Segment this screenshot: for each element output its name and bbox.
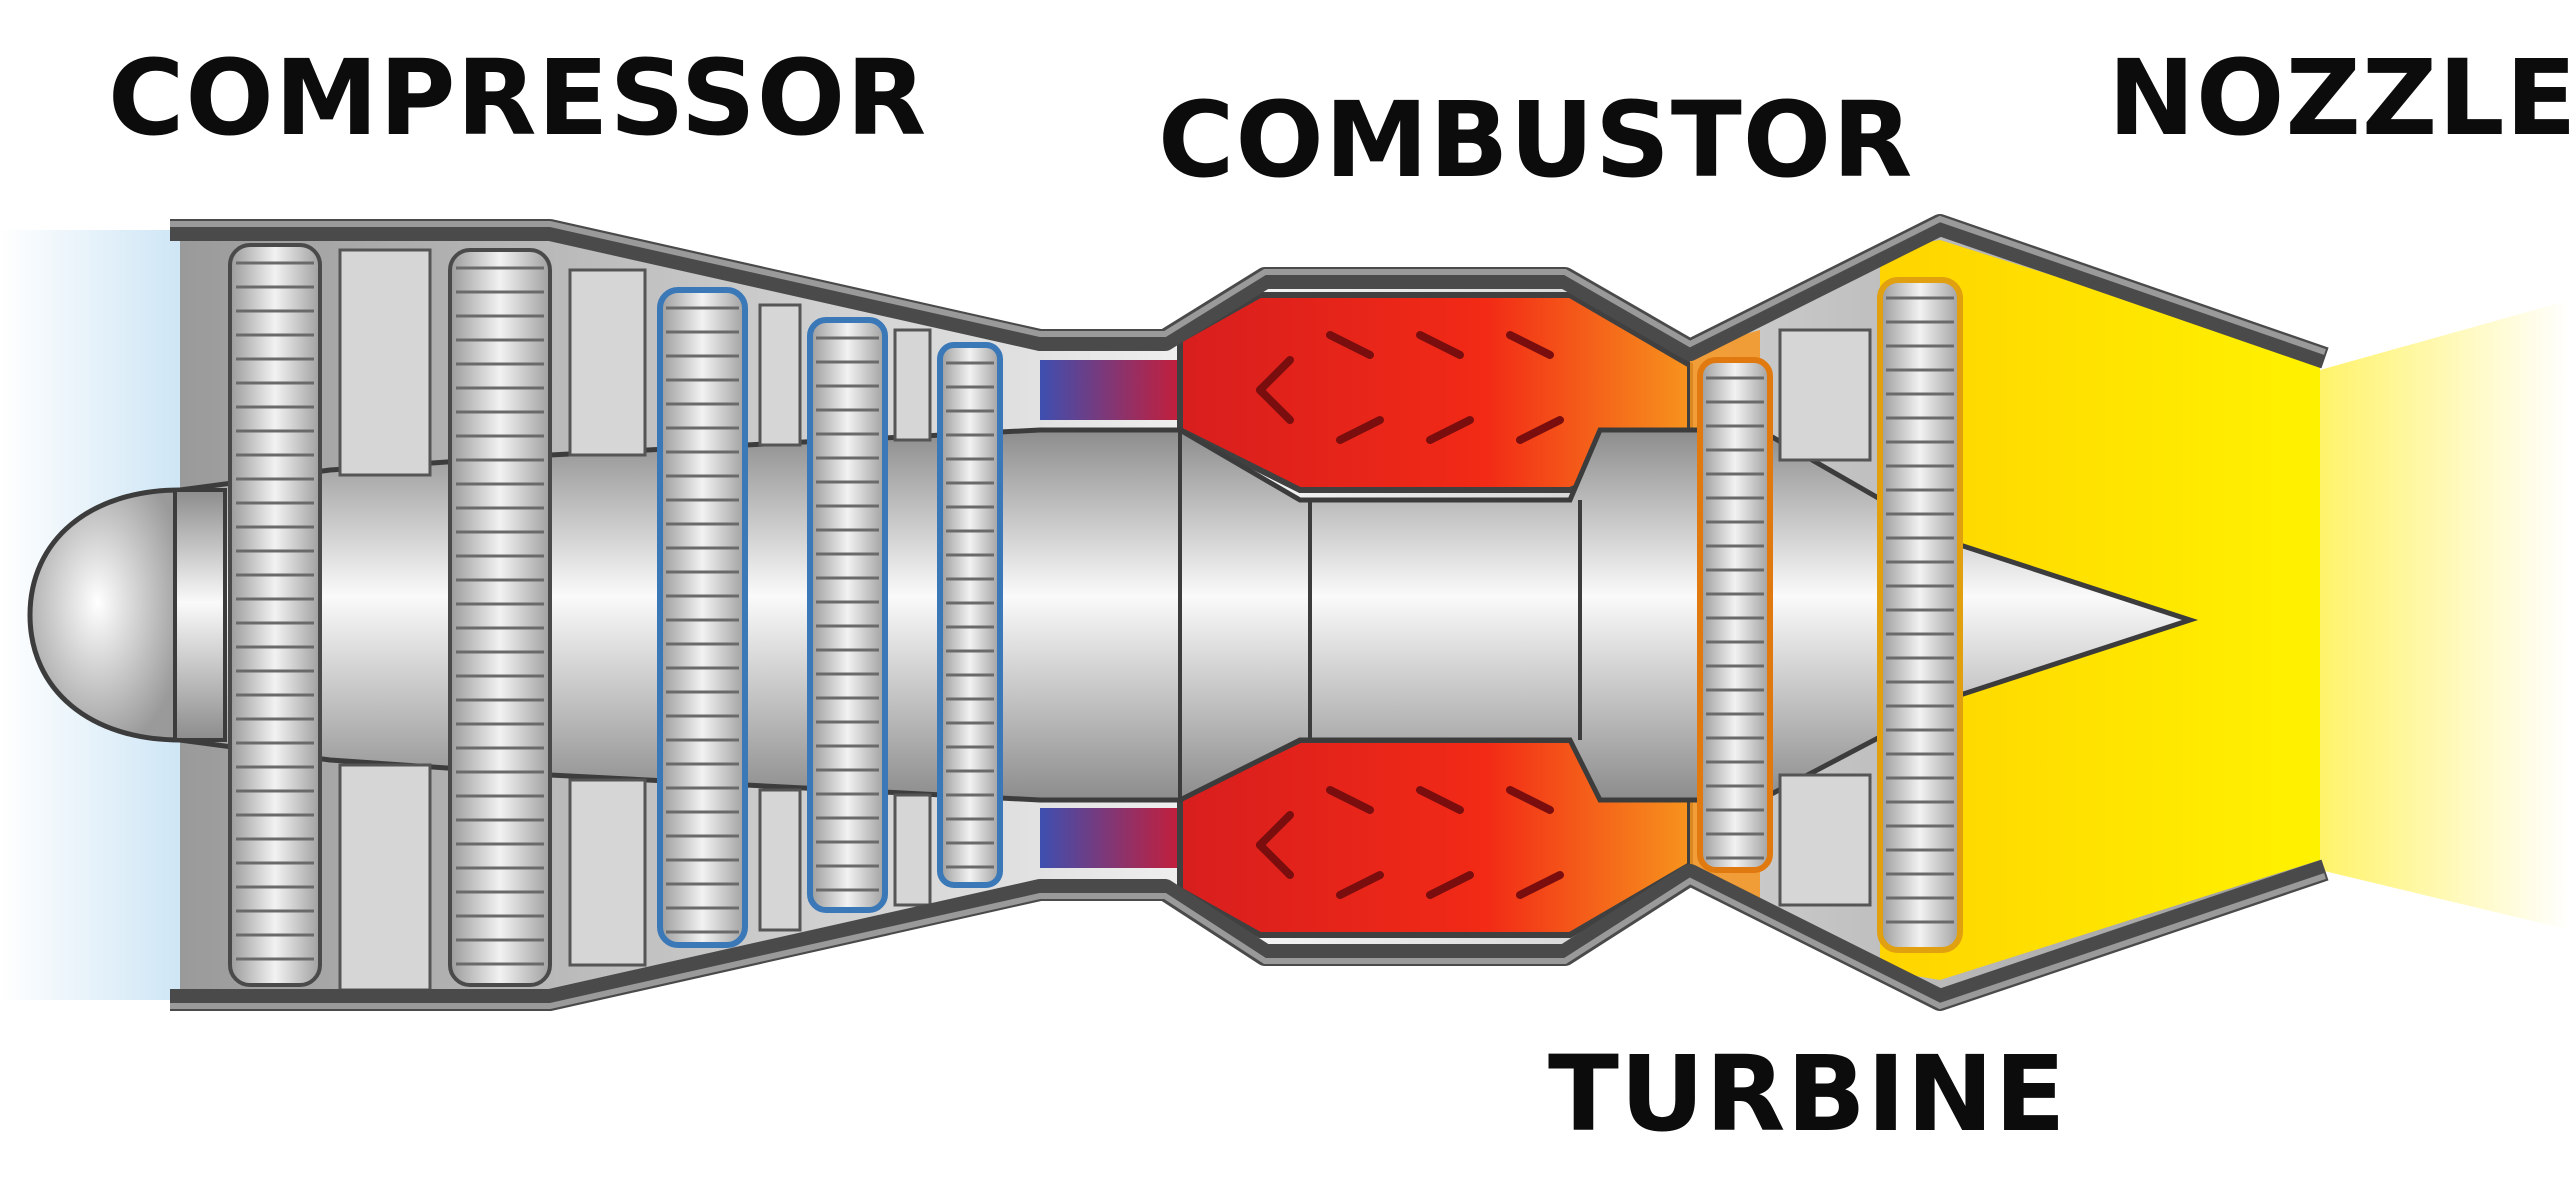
combustor-label: COMBUSTOR: [1158, 79, 1914, 201]
flame-swirl-marks: [1256, 331, 1564, 899]
exhaust-plume: [2320, 300, 2570, 930]
turbine-stages: [1697, 277, 1963, 953]
nozzle-label: NOZZLE: [2108, 37, 2570, 159]
casing-highlight: [170, 215, 2326, 1010]
compressor-stage-5: [937, 342, 1003, 888]
compressor-blade-ribs: [236, 261, 994, 966]
turbine-blade-ribs: [1706, 296, 1954, 924]
compressor-stage-4: [807, 317, 888, 913]
engine-casing: [170, 214, 2329, 1011]
compressor-stage-1: [228, 243, 322, 987]
casing-top: [170, 214, 2329, 369]
transition-duct-top: [1040, 360, 1180, 420]
turbine-stage-1: [1697, 357, 1773, 873]
compressor-stage-3: [657, 287, 748, 948]
turbine-label: TURBINE: [1548, 1033, 2067, 1155]
nose-spinner: [27, 487, 227, 743]
stator-vanes: [338, 248, 1872, 992]
compressor-stage-2: [448, 248, 552, 987]
compressor-stages: [228, 243, 1003, 987]
compressor-label: COMPRESSOR: [108, 37, 928, 159]
turbine-stage-2: [1877, 277, 1963, 953]
casing-bottom: [170, 859, 2329, 1011]
transition-duct-bottom: [1040, 808, 1180, 868]
